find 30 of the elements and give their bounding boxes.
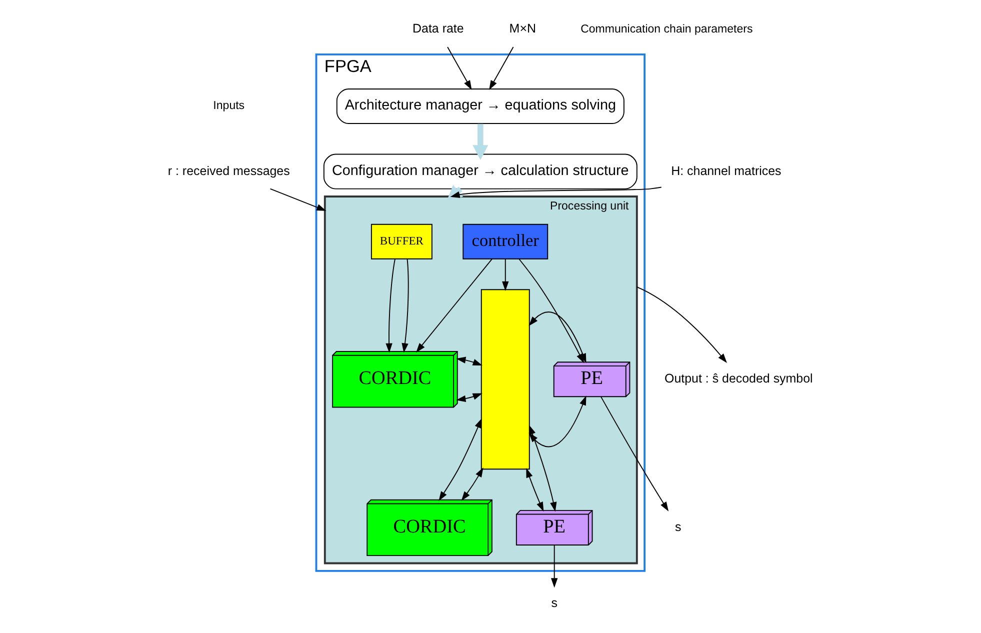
label: Communication chain parameters bbox=[580, 23, 753, 36]
arrow bbox=[472, 124, 488, 160]
node-text: H: channel matrices bbox=[671, 164, 782, 178]
arrow bbox=[447, 46, 472, 90]
node-text: M×N bbox=[509, 22, 536, 36]
arrow bbox=[600, 396, 669, 512]
node-text: Data rate bbox=[412, 22, 464, 36]
node-box: Configuration manager → calculation structure bbox=[323, 154, 638, 190]
arrow bbox=[438, 418, 482, 501]
arrow bbox=[416, 258, 493, 353]
node-box: Architecture manager → equations solving bbox=[336, 88, 624, 124]
node-box: controller bbox=[462, 224, 548, 260]
node-text: r : received messages bbox=[168, 164, 290, 178]
label: Inputs bbox=[213, 100, 245, 112]
arrow bbox=[550, 544, 558, 588]
arrow bbox=[402, 258, 409, 353]
node-text: Output : ŝ decoded symbol bbox=[664, 372, 813, 386]
node-text: s bbox=[675, 520, 682, 534]
arrow bbox=[456, 393, 482, 402]
node-box: BUFFER bbox=[370, 224, 432, 260]
arrow bbox=[489, 46, 514, 90]
arrow bbox=[502, 258, 509, 292]
node-box bbox=[480, 289, 530, 470]
arrow bbox=[270, 188, 326, 211]
arrow bbox=[461, 467, 484, 501]
arrow bbox=[386, 258, 396, 353]
arrow bbox=[636, 286, 727, 364]
arrow bbox=[456, 356, 482, 366]
arrow bbox=[526, 468, 544, 512]
node-text: s bbox=[551, 596, 558, 610]
